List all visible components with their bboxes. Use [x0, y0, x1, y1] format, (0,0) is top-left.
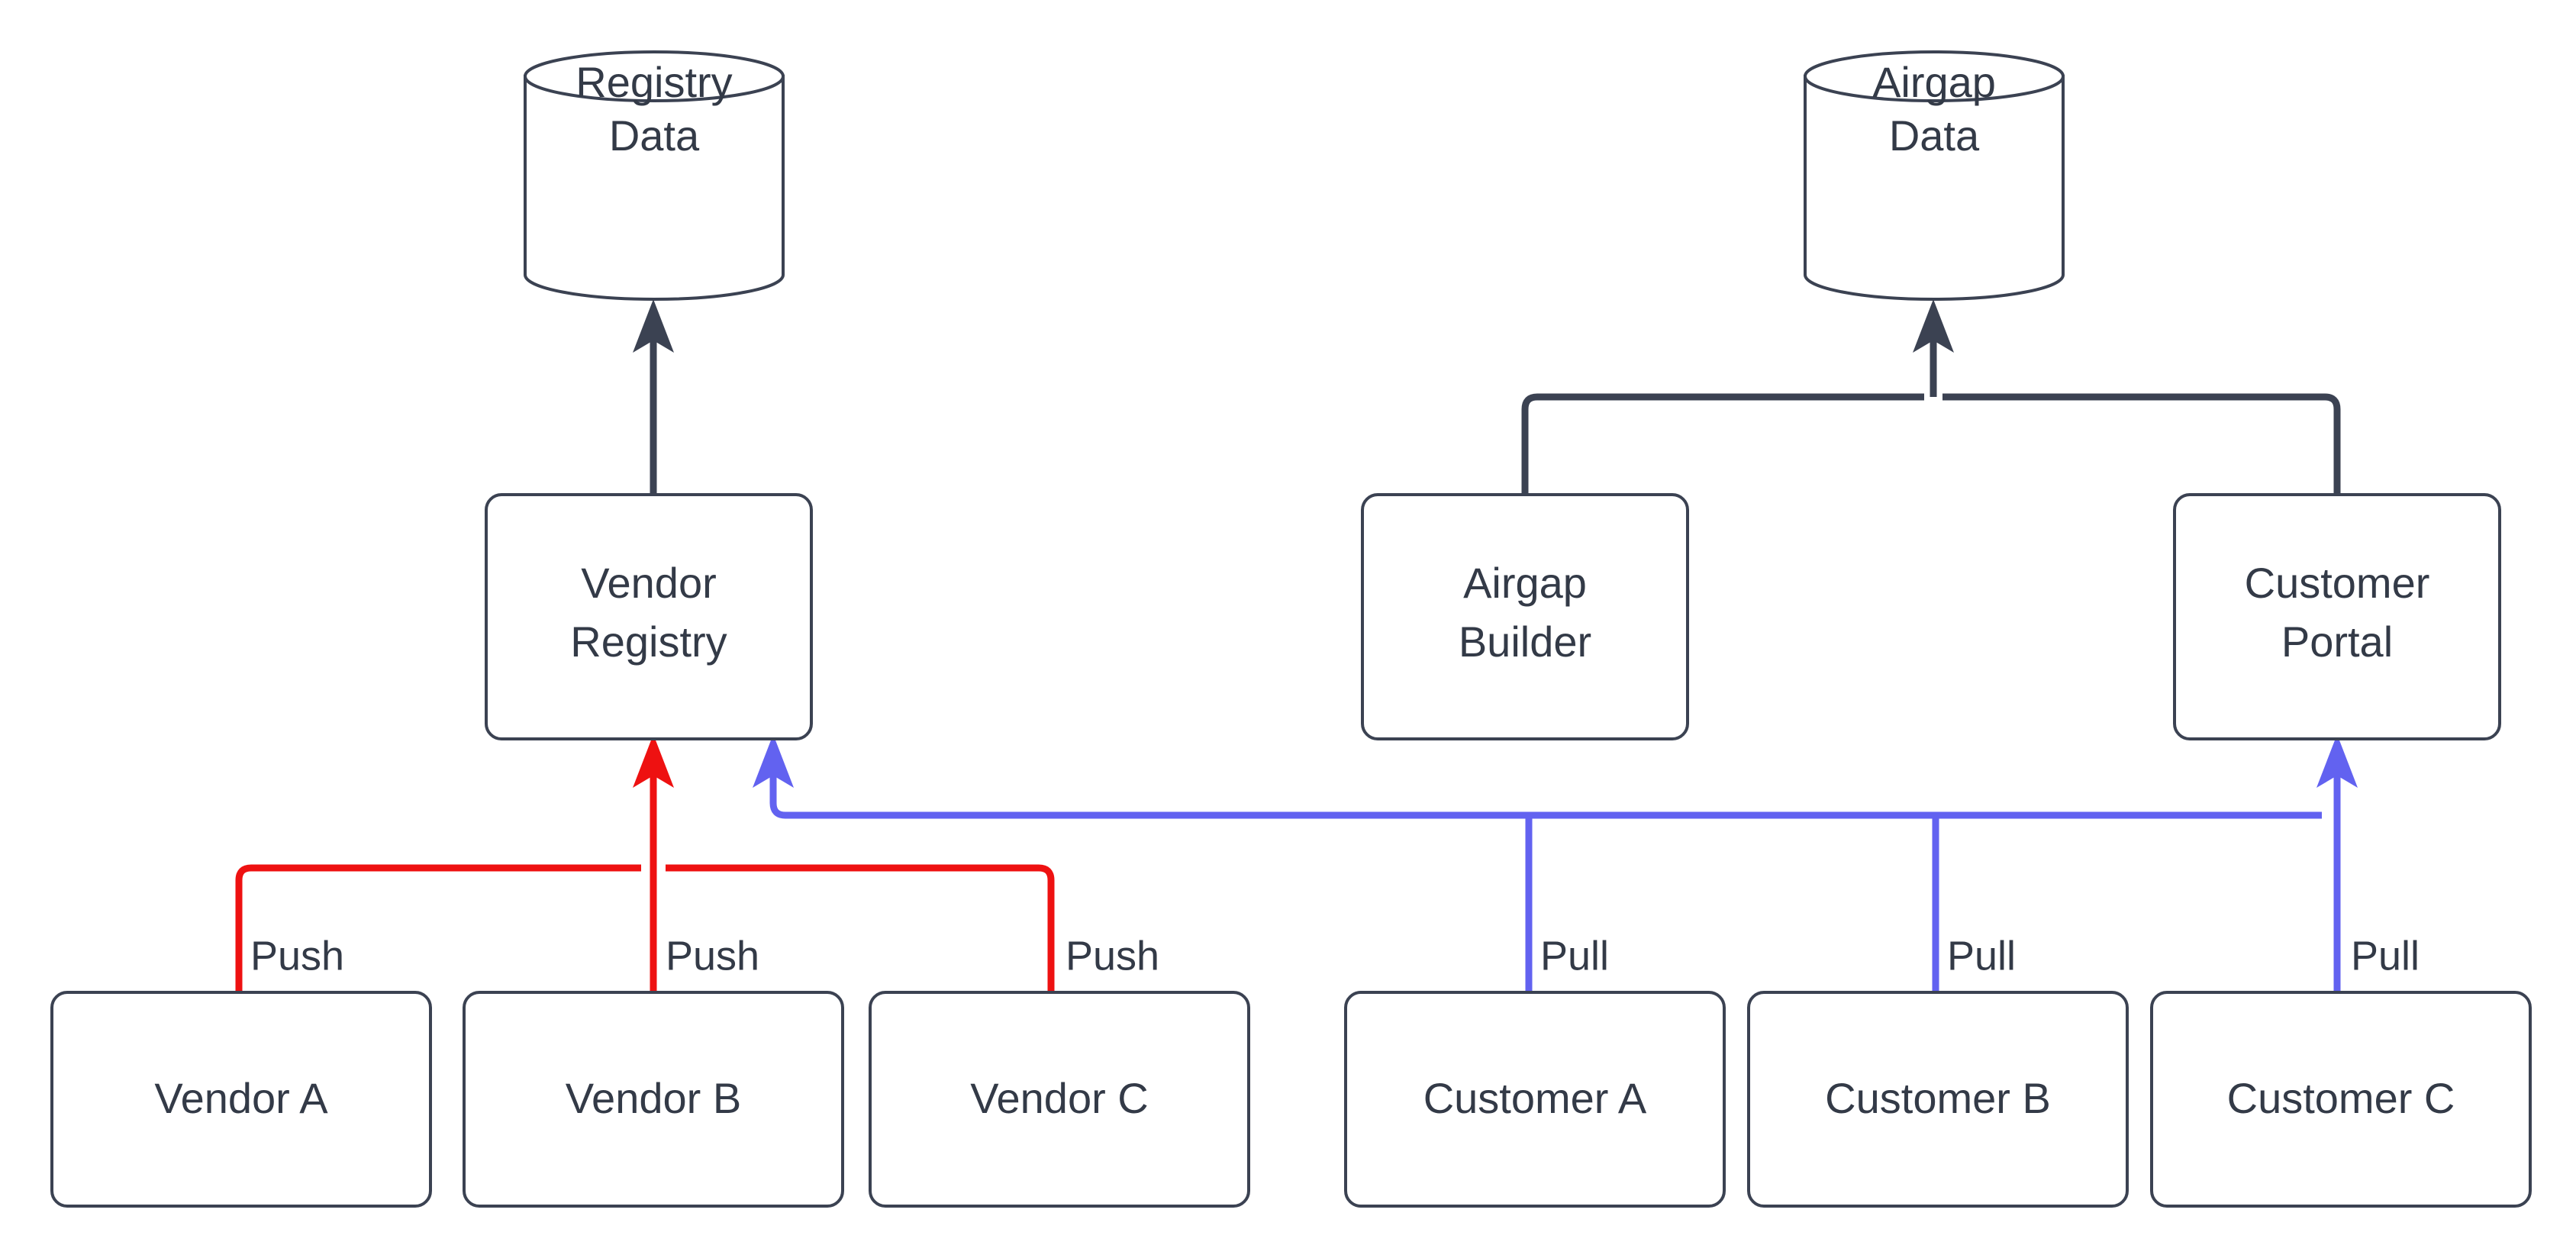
edge-vendor-registry-to-registry-data — [633, 299, 674, 493]
service-vendor-registry-line2: Registry — [570, 618, 727, 666]
edge-airgap-data-arrowhead — [1913, 299, 1954, 397]
actor-customer-a[interactable]: Customer A — [1344, 991, 1726, 1208]
actor-customer-b[interactable]: Customer B — [1747, 991, 2129, 1208]
actor-customer-a-label: Customer A — [1423, 1074, 1647, 1122]
service-airgap-builder[interactable]: Airgap Builder — [1361, 493, 1689, 740]
edge-vendor-a-push — [235, 864, 641, 992]
service-airgap-builder-line1: Airgap — [1463, 559, 1587, 607]
edge-label-pull-b: Pull — [1947, 933, 2016, 979]
edge-label-pull-a: Pull — [1540, 933, 1609, 979]
service-vendor-registry-line1: Vendor — [581, 559, 717, 607]
datastore-registry-data[interactable]: Registry Data — [524, 50, 785, 301]
actor-vendor-a-label: Vendor A — [154, 1074, 328, 1122]
service-vendor-registry[interactable]: Vendor Registry — [485, 493, 813, 740]
actor-customer-c-label: Customer C — [2227, 1074, 2455, 1122]
edge-pull-bus-to-vendor-registry — [753, 734, 2322, 819]
edge-label-push-c: Push — [1066, 933, 1159, 979]
service-customer-portal-line1: Customer — [2245, 559, 2430, 607]
edge-label-push-a: Push — [250, 933, 344, 979]
datastore-registry-data-line1: Registry — [575, 58, 732, 106]
datastore-airgap-data[interactable]: Airgap Data — [1804, 50, 2065, 301]
service-customer-portal-line2: Portal — [2281, 618, 2393, 666]
datastore-airgap-data-line2: Data — [1889, 111, 1980, 160]
edge-customer-c-pull — [2316, 734, 2358, 992]
actor-vendor-b-label: Vendor B — [566, 1074, 741, 1122]
edge-airgap-builder-to-airgap-data — [1521, 393, 1924, 493]
datastore-registry-data-line2: Data — [609, 111, 700, 160]
datastore-airgap-data-line1: Airgap — [1872, 58, 1996, 106]
edge-vendor-c-push — [666, 864, 1055, 992]
edge-customer-portal-to-airgap-data — [1942, 393, 2341, 493]
edge-label-pull-c: Pull — [2351, 933, 2420, 979]
actor-vendor-b[interactable]: Vendor B — [463, 991, 844, 1208]
actor-vendor-c[interactable]: Vendor C — [869, 991, 1250, 1208]
service-airgap-builder-line2: Builder — [1459, 618, 1591, 666]
actor-vendor-a[interactable]: Vendor A — [50, 991, 432, 1208]
service-customer-portal[interactable]: Customer Portal — [2173, 493, 2501, 740]
actor-customer-c[interactable]: Customer C — [2150, 991, 2532, 1208]
edge-vendor-b-push — [633, 734, 674, 992]
actor-customer-b-label: Customer B — [1825, 1074, 2051, 1122]
edge-label-push-b: Push — [666, 933, 759, 979]
actor-vendor-c-label: Vendor C — [970, 1074, 1149, 1122]
